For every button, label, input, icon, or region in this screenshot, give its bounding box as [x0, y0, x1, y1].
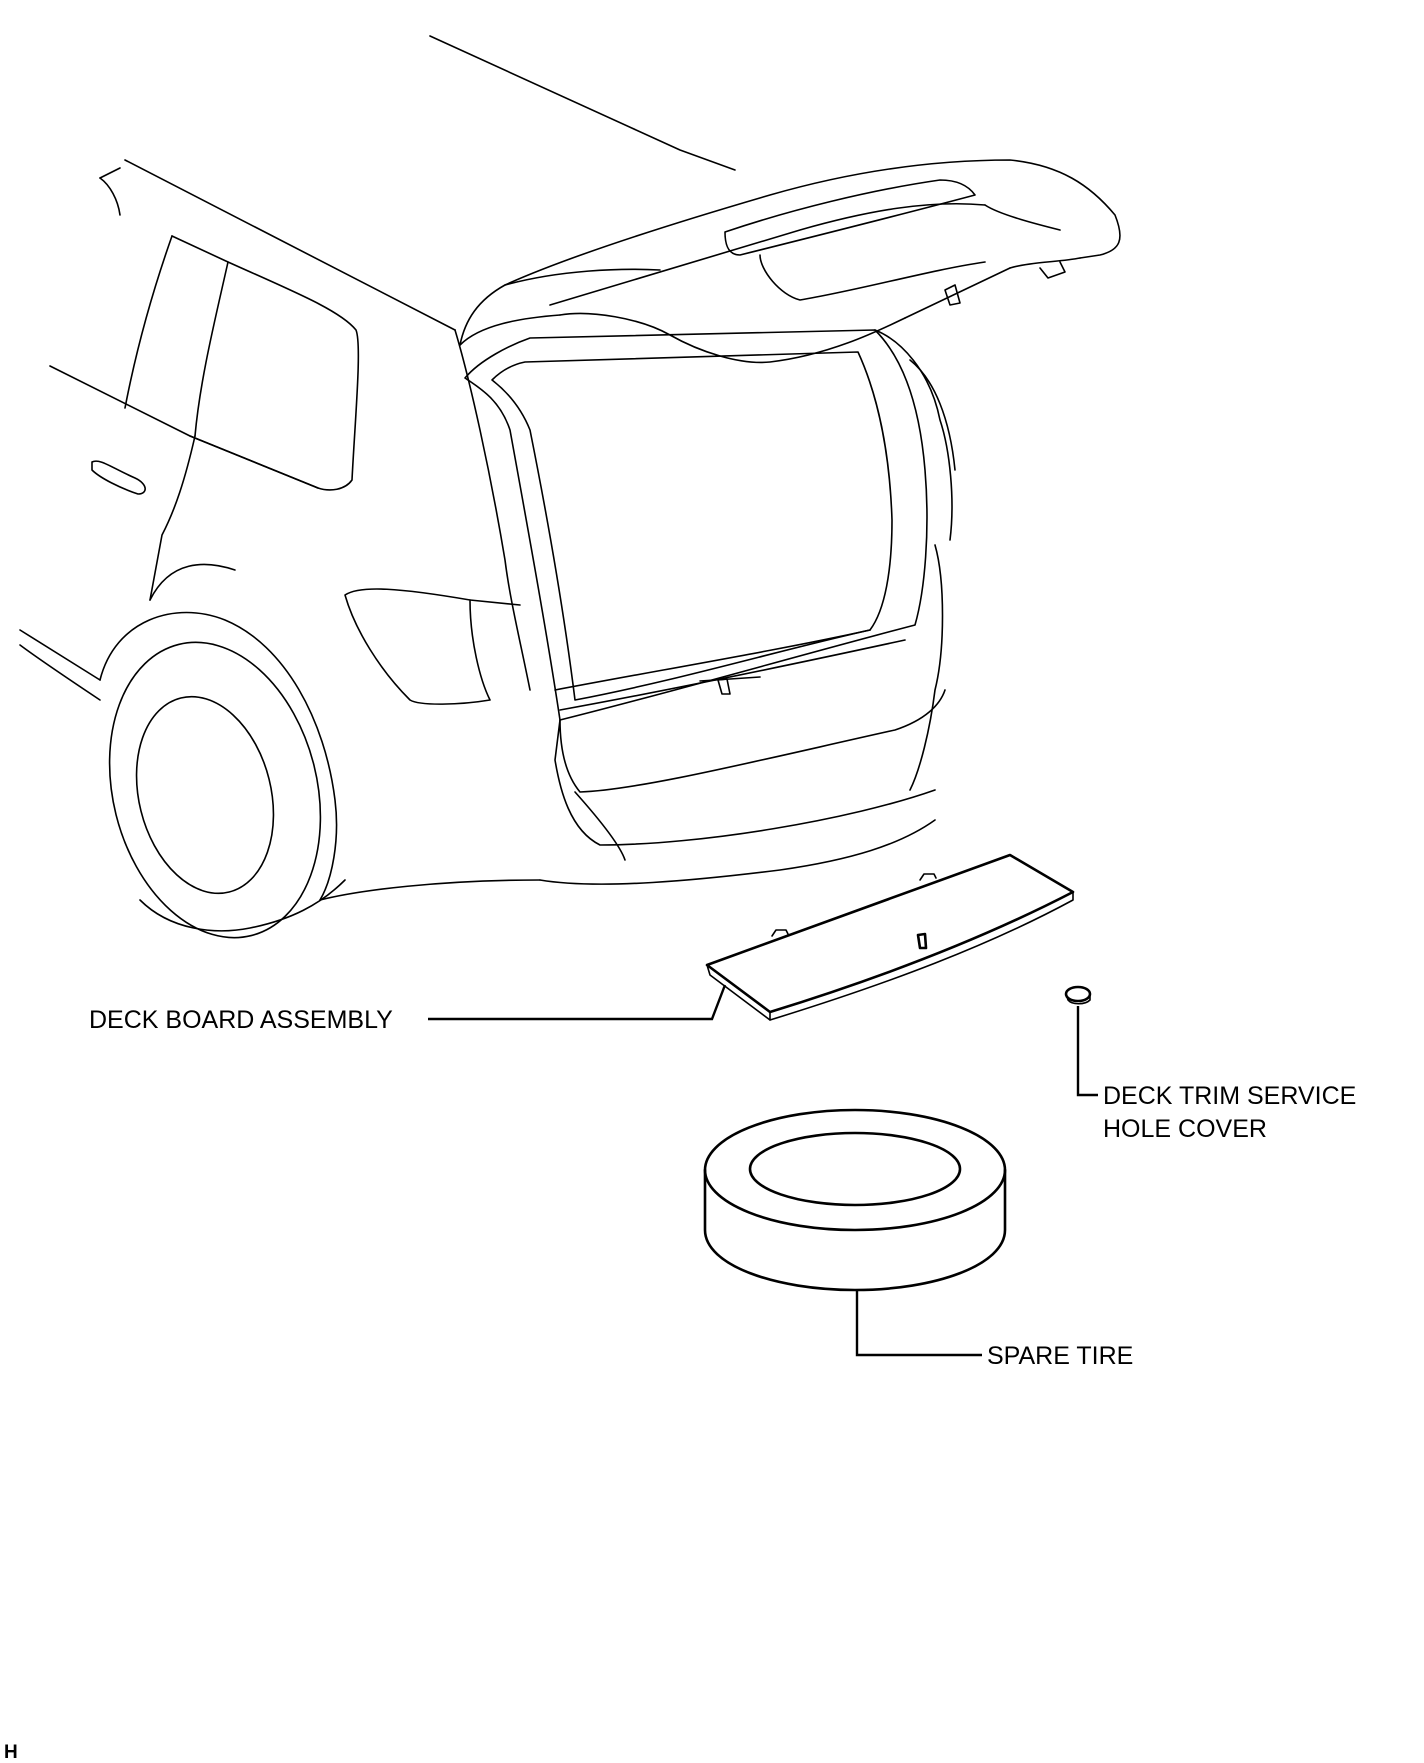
leader-service-cover	[1076, 1006, 1098, 1097]
leader-deck-board	[428, 984, 727, 1021]
corner-mark: H	[4, 1742, 18, 1763]
label-spare-tire: SPARE TIRE	[987, 1342, 1133, 1370]
leader-lines	[428, 984, 1098, 1357]
leader-spare-tire	[855, 1290, 982, 1357]
vehicle-outline	[19, 35, 1121, 939]
label-service-hole-cover-line2: HOLE COVER	[1103, 1115, 1267, 1143]
label-deck-board-assembly: DECK BOARD ASSEMBLY	[89, 1006, 393, 1034]
service-hole-cover	[1064, 985, 1092, 1005]
label-service-hole-cover-line1: DECK TRIM SERVICE	[1103, 1082, 1356, 1110]
spare-tire	[703, 1108, 1007, 1292]
deck-board-assembly	[705, 853, 1075, 1021]
